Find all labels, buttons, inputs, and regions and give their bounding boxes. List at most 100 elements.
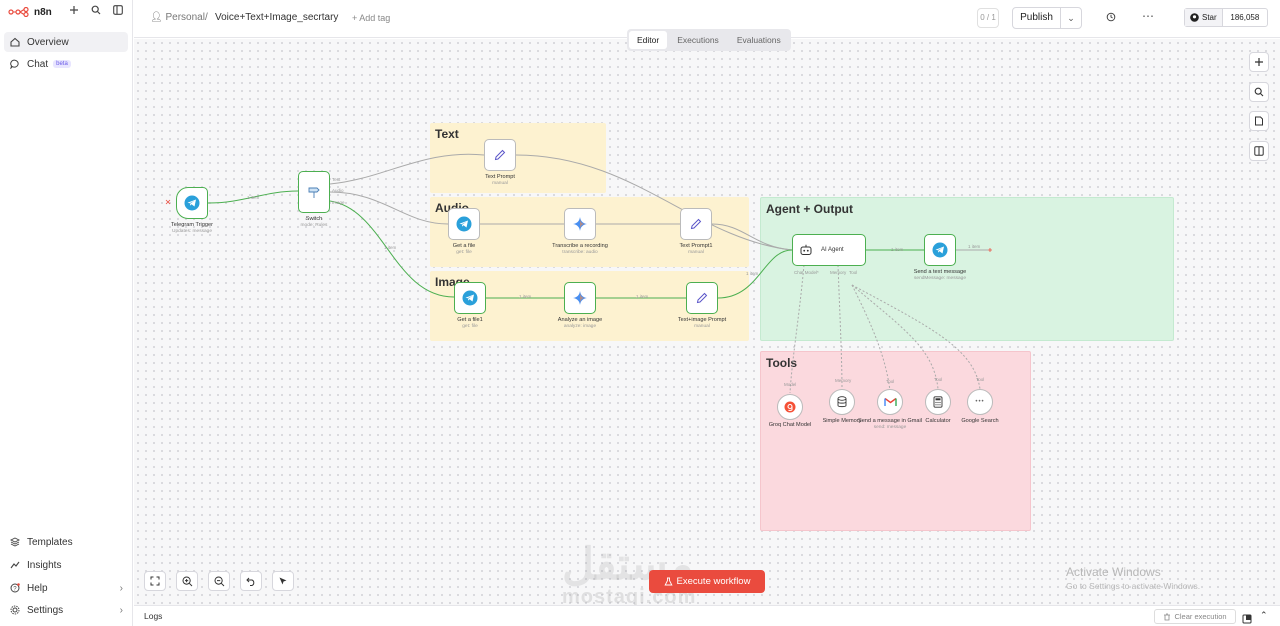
sidebar-item-label: Settings [27, 604, 64, 616]
tab-executions[interactable]: Executions [677, 35, 719, 45]
search-icon[interactable] [90, 4, 102, 16]
note-icon [1255, 116, 1263, 126]
node-send-gmail[interactable] [877, 389, 903, 415]
zoom-out-button[interactable] [208, 571, 230, 591]
execute-workflow-label: Execute workflow [676, 576, 751, 587]
connections [165, 153, 992, 394]
node-sublabel: mode: Rules [300, 222, 328, 228]
breadcrumb-separator: / [205, 12, 208, 23]
activate-subtitle: Go to Settings to activate Windows. [1066, 581, 1201, 591]
output-indicator [988, 248, 992, 252]
connection-label: 1 item [746, 271, 759, 276]
version-counter: 0 / 1 [977, 8, 999, 28]
history-icon[interactable] [1106, 12, 1116, 25]
chevron-up-icon[interactable]: ⌃ [1260, 610, 1268, 620]
group-agent-output[interactable]: Agent + Output [760, 197, 1174, 341]
undo-button[interactable] [240, 571, 262, 591]
sidebar-item-chat[interactable]: Chat beta [4, 54, 128, 74]
sidebar-item-insights[interactable]: Insights [4, 555, 128, 575]
add-tag-button[interactable]: + Add tag [352, 13, 391, 23]
clear-execution-button[interactable]: Clear execution [1154, 609, 1236, 624]
node-label: Transcribe a recording [552, 243, 608, 249]
select-tool-button[interactable] [272, 571, 294, 591]
templates-icon [9, 536, 21, 548]
gemini-icon [573, 217, 587, 231]
header: 👤︎ Personal / Voice+Text+Image_secrtary … [134, 0, 1280, 38]
connection-label: 1 item [247, 195, 260, 200]
breadcrumb[interactable]: 👤︎ Personal [150, 12, 205, 23]
help-icon: ? [9, 582, 21, 594]
group-title: Tools [766, 356, 798, 370]
node-label: Send a message in Gmail [857, 418, 923, 424]
sidebar-item-help[interactable]: ? Help › [4, 578, 128, 598]
popout-icon[interactable] [1242, 611, 1252, 626]
sidebar-item-label: Help [27, 582, 48, 594]
sidebar-item-overview[interactable]: Overview [4, 32, 128, 52]
node-label: Google Search [961, 418, 999, 424]
node-analyze-image[interactable] [564, 282, 596, 314]
tab-editor[interactable]: Editor [629, 31, 668, 49]
node-label: Groq Chat Model [768, 422, 812, 428]
logs-label[interactable]: Logs [144, 611, 163, 621]
insights-icon [9, 559, 21, 571]
plus-icon [1255, 58, 1263, 66]
sidebar-item-templates[interactable]: Templates [4, 532, 128, 552]
node-calculator[interactable] [925, 389, 951, 415]
pencil-icon [494, 149, 506, 161]
publish-button[interactable]: Publish ⌄ [1012, 7, 1082, 29]
fit-view-button[interactable] [144, 571, 166, 591]
github-star-button[interactable]: Star 186,058 [1184, 8, 1268, 27]
conn-agent-search [851, 284, 981, 390]
node-simple-memory[interactable] [829, 389, 855, 415]
add-node-button[interactable] [1249, 52, 1269, 72]
logs-bar[interactable]: Logs Clear execution ⌃ [134, 605, 1280, 626]
search-nodes-button[interactable] [1249, 82, 1269, 102]
node-telegram-trigger[interactable] [176, 187, 208, 219]
node-sublabel: get: file [462, 323, 478, 329]
node-label: Telegram Trigger [171, 222, 213, 228]
user-icon: 👤︎ [150, 12, 163, 23]
node-text-image-prompt[interactable] [686, 282, 718, 314]
execute-workflow-button[interactable]: Execute workflow [649, 570, 765, 593]
app-logo[interactable]: n8n [8, 4, 52, 20]
tool-port-label: Tool [976, 377, 985, 382]
sidebar-item-label: Chat [27, 58, 49, 70]
group-tools[interactable]: Tools [760, 351, 1031, 531]
switch-output-label: Image [332, 200, 345, 205]
tab-evaluations[interactable]: Evaluations [736, 35, 781, 45]
node-get-file-audio[interactable] [448, 208, 480, 240]
sidebar-item-settings[interactable]: Settings › [4, 600, 128, 620]
pencil-icon [690, 218, 702, 230]
node-label: Text Prompt1 [679, 243, 713, 249]
plus-icon[interactable] [68, 4, 80, 16]
node-groq-chat-model[interactable] [777, 394, 803, 420]
node-send-text-message[interactable] [924, 234, 956, 266]
node-ai-agent[interactable]: AI Agent [792, 234, 866, 266]
sticky-note-button[interactable] [1249, 111, 1269, 131]
node-label: AI Agent [821, 247, 844, 253]
switch-output-label: Audio [332, 188, 344, 193]
conn-switch-audio [329, 191, 449, 225]
tool-port-label: Tool [934, 377, 943, 382]
workflow-name[interactable]: Voice+Text+Image_secrtary [215, 12, 339, 23]
zoom-in-button[interactable] [176, 571, 198, 591]
panel-toggle-button[interactable] [1249, 141, 1269, 161]
more-options-icon[interactable]: ⋯ [1142, 9, 1154, 23]
sidebar-toggle-icon[interactable] [112, 4, 124, 16]
group-text[interactable]: Text [430, 123, 606, 193]
workflow-canvas[interactable]: Text Audio Image Agent + Output Tools [134, 39, 1280, 608]
node-google-search[interactable]: ••• [967, 389, 993, 415]
node-switch[interactable] [298, 171, 330, 213]
node-transcribe-recording[interactable] [564, 208, 596, 240]
node-sublabel: send: message [873, 424, 907, 430]
node-get-file-image[interactable] [454, 282, 486, 314]
chevron-right-icon: › [119, 604, 123, 616]
publish-label[interactable]: Publish [1013, 8, 1061, 28]
node-text-prompt1[interactable] [680, 208, 712, 240]
chevron-down-icon[interactable]: ⌄ [1067, 13, 1075, 23]
node-text-prompt[interactable] [484, 139, 516, 171]
group-title: Text [435, 127, 459, 141]
conn-agent-calc [851, 284, 939, 390]
node-sublabel: transcribe: audio [562, 249, 598, 255]
connection-label: 1 item [519, 294, 532, 299]
